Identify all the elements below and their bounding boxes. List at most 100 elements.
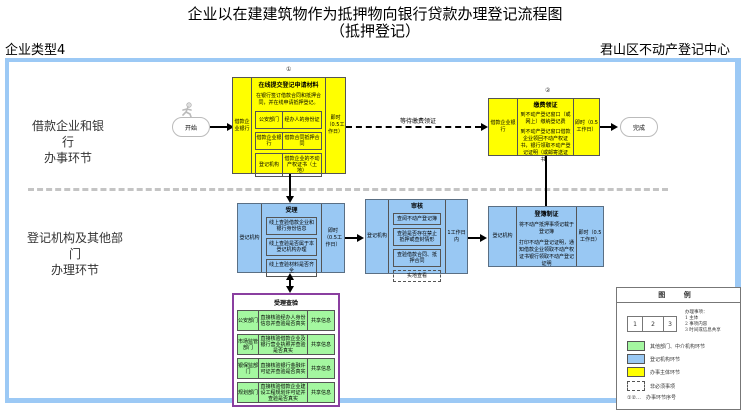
legend-label: 办事主体环节 <box>650 369 681 376</box>
lane-label-applicant: 借款企业和银行 办事环节 <box>28 118 108 166</box>
legend-item-optional: 非必须事项 <box>627 381 675 391</box>
legend-example-box: 1 2 3 <box>627 316 677 332</box>
step-accept[interactable]: 登记机构 受理 线上查验借款企业和银行身份信息 线上查验是否属于本登记机构办理 … <box>237 203 345 277</box>
verification-content: 直接核验借款企业建设工程规划许可证并查验是否真实 <box>259 383 308 402</box>
dashed-swatch <box>627 381 645 391</box>
verification-heading: 受理查验 <box>273 300 298 307</box>
legend-title: 图 例 <box>617 288 740 303</box>
verification-result: 共享信息 <box>310 389 331 396</box>
step-heading: 缴费领证 <box>533 102 558 109</box>
connector <box>600 126 612 128</box>
step-number: ① <box>286 66 292 73</box>
legend-item-sequence: ①②… 办事环节序号 <box>627 394 676 402</box>
material-source: 登记机构 <box>256 154 283 176</box>
verification-dept: 公安部门 <box>238 311 259 330</box>
step-heading: 在线提交登记申请材料 <box>258 82 319 89</box>
optional-item: 实地查看 <box>393 270 441 282</box>
arrow-down-icon <box>286 286 294 293</box>
legend-label: 其他部门、中介机构环节 <box>650 343 706 350</box>
step-paragraph: 打印不动产登记证明，通知借款企业领取不动产权证书银行领取不动产登记证明 <box>519 240 575 267</box>
check-item: 查阅不动产登记簿 <box>393 213 441 225</box>
material-source: 公安部门 <box>256 112 283 128</box>
legend-label: 非必须事项 <box>650 383 676 390</box>
enterprise-type-label: 企业类型4 <box>5 43 66 58</box>
step-paragraph: 将不动产抵押事项记载于登记簿 <box>519 222 575 235</box>
legend-example-notes: 办理事项： 1 主体 2 事项内容 3 时间或信息共享 <box>685 310 721 334</box>
arrow-right-icon <box>357 234 364 242</box>
page-subtitle: （抵押登记） <box>329 22 420 40</box>
connector <box>289 279 291 287</box>
verification-result: 共享信息 <box>310 341 331 348</box>
connector <box>545 156 547 206</box>
verification-row: 规划部门 直接核验借款企业建设工程规划许可证并查验是否真实 共享信息 <box>237 382 335 403</box>
step-time: 即时（0.5工作日） <box>573 99 599 155</box>
arrow-down-icon <box>286 196 294 203</box>
step-register[interactable]: 登记机构 登簿制证 将不动产抵押事项记载于登记簿 打印不动产登记证明，通知借款企… <box>488 206 604 267</box>
dashed-connector <box>346 126 481 128</box>
step-paragraph: 到不动产登记窗口（或网上）缴纳登记费 <box>520 112 571 125</box>
verification-row: 银保监部门 直接核验银行金融许可证并查验是否真实 共享信息 <box>237 358 335 379</box>
sequence-marker: ①②… <box>627 394 641 401</box>
step-heading: 审核 <box>410 203 423 210</box>
verification-dept: 规划部门 <box>238 383 259 402</box>
step-pay[interactable]: 借款企业银行 缴费领证 到不动产登记窗口（或网上）缴纳登记费 到不动产登记窗口借… <box>488 98 600 163</box>
check-item: 查验借款合同、抵押合同 <box>393 249 441 267</box>
check-item: 线上查验借款企业和银行身份信息 <box>266 217 317 235</box>
verification-panel: 受理查验 公安部门 直接核验经办人身份信息并查验是否真实 共享信息 市场监管部门… <box>232 293 340 407</box>
legend-item-registry: 登记机构环节 <box>627 354 680 364</box>
lane-label-line: 登记机构及其他部门 <box>26 231 123 261</box>
arrow-right-icon <box>481 123 488 131</box>
legend-item-other-dept: 其他部门、中介机构环节 <box>627 341 705 351</box>
step-heading: 受理 <box>285 207 298 214</box>
verification-dept: 银保监部门 <box>238 359 259 378</box>
step-review[interactable]: 登记机构 审核 查阅不动产登记簿 查验是否存在禁止抵押或查封情形 查验借款合同、… <box>365 199 468 282</box>
verification-content: 直接核验银行金融许可证并查验是否真实 <box>259 359 308 378</box>
arrow-up-icon <box>286 273 294 280</box>
step-time: 1工作日内 <box>445 200 467 273</box>
legend: 图 例 1 2 3 办理事项： 1 主体 2 事项内容 3 时间或信息共享 其他… <box>616 287 741 410</box>
legend-item-applicant: 办事主体环节 <box>627 367 680 377</box>
step-apply[interactable]: 借款企业银行 在线提交登记申请材料 在银行签订借款合同和抵押合同，并在线申请抵押… <box>232 77 346 177</box>
verification-content: 直接核验借款企业及银行营业执照并查验是否真实 <box>259 335 308 354</box>
lane-label-line: 办理环节 <box>50 263 99 277</box>
page-title: 企业以在建建筑物作为抵押物向银行贷款办理登记流程图 <box>187 5 563 23</box>
step-actor: 登记机构 <box>492 233 513 239</box>
legend-note: 1 主体 <box>685 316 699 321</box>
material-item: 借款企业的不动产权证书（土地） <box>284 156 320 174</box>
arrow-right-icon <box>480 234 487 242</box>
step-time: 即时（0.5工作日） <box>576 207 603 266</box>
verification-row: 公安部门 直接核验经办人身份信息并查验是否真实 共享信息 <box>237 310 335 331</box>
legend-note: 2 事项内容 <box>685 322 708 327</box>
step-description: 在银行签订借款合同和抵押合同，并在线申请抵押登记。 <box>255 93 321 106</box>
yellow-swatch <box>627 367 645 377</box>
arrow-right-icon <box>227 123 234 131</box>
start-terminal[interactable]: 开始 <box>172 117 210 137</box>
legend-example-cell: 1 <box>633 320 637 328</box>
step-actor: 借款企业银行 <box>234 118 250 132</box>
step-actor: 借款企业银行 <box>490 120 516 133</box>
step-time: 即时（0.5工作日） <box>321 204 344 272</box>
step-actor: 登记机构 <box>239 234 260 241</box>
material-row: 公安部门 经办人的身份证 <box>255 111 322 129</box>
end-terminal[interactable]: 完成 <box>620 117 658 137</box>
legend-example-cell: 3 <box>668 320 672 328</box>
verification-result: 共享信息 <box>310 365 331 372</box>
check-item: 查验是否存在禁止抵押或查封情形 <box>393 228 441 246</box>
connector <box>210 126 228 128</box>
material-row: 借款企业银行 借款合同抵押合同 <box>255 132 322 150</box>
blue-swatch <box>627 354 645 364</box>
legend-label: 登记机构环节 <box>650 356 681 363</box>
step-heading: 登簿制证 <box>534 211 559 218</box>
connector <box>468 237 480 239</box>
material-item: 经办人的身份证 <box>284 117 320 123</box>
check-item: 线上查验是否属于本登记机构办理 <box>266 238 317 256</box>
legend-label: 办事环节序号 <box>645 395 676 401</box>
arrow-right-icon <box>611 123 618 131</box>
green-swatch <box>627 341 645 351</box>
material-source: 借款企业银行 <box>256 133 283 149</box>
legend-example-cell: 2 <box>642 317 664 331</box>
connector <box>289 174 291 197</box>
legend-note: 办理事项： <box>685 310 708 315</box>
lane-label-registry: 登记机构及其他部门 办理环节 <box>25 230 125 278</box>
verification-result: 共享信息 <box>310 317 331 324</box>
